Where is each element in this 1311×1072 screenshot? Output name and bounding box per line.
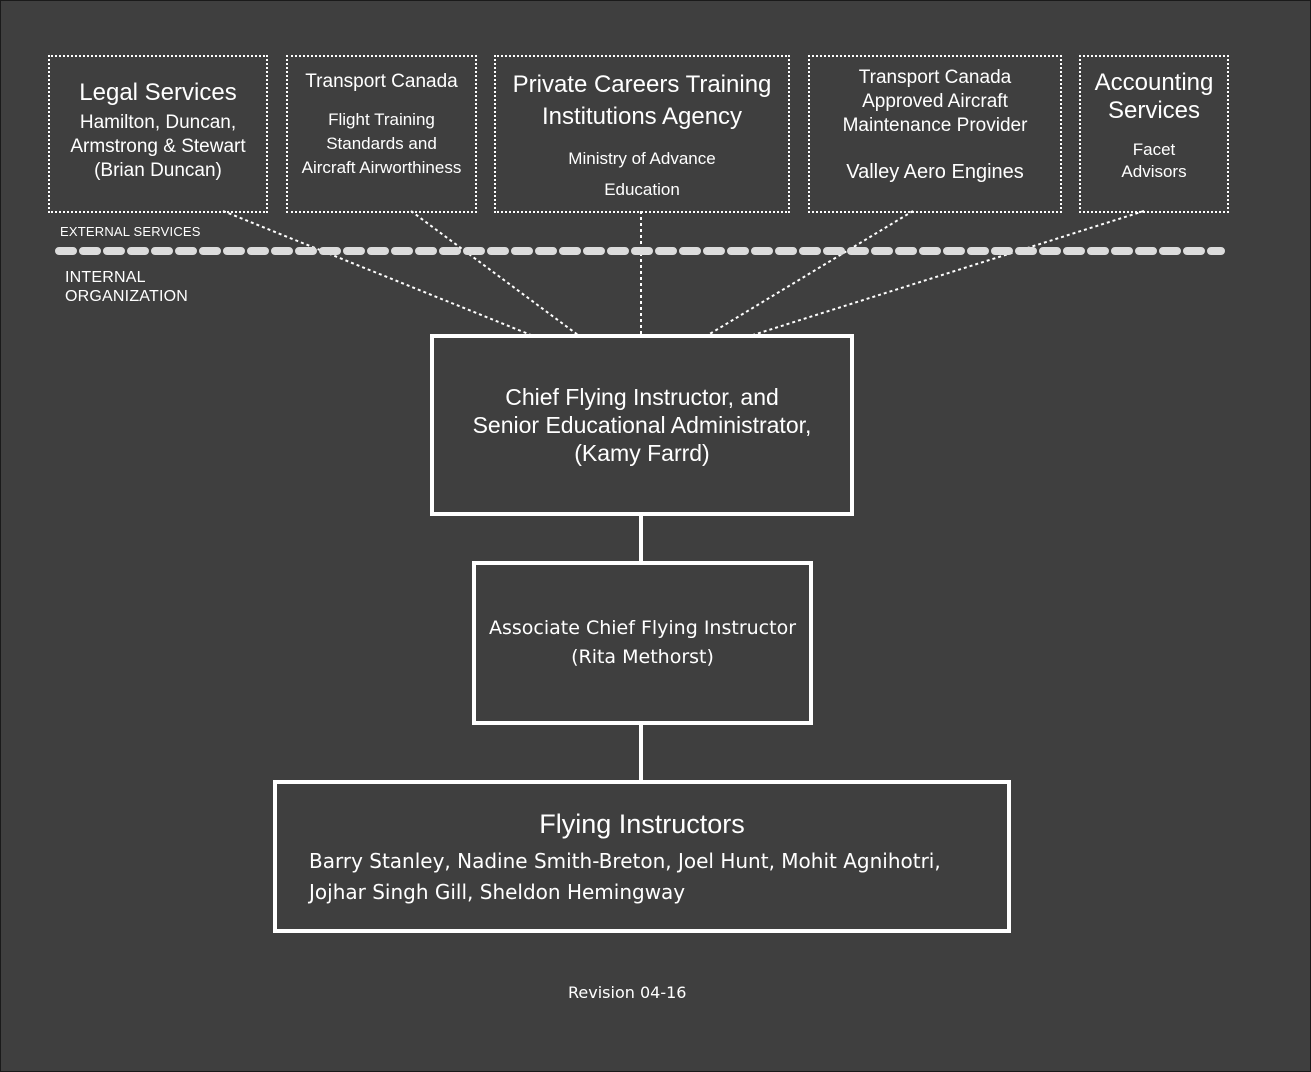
pctia-box: Private Careers Training Institutions Ag…: [494, 55, 790, 213]
accounting-services-box: Accounting Services Facet Advisors: [1079, 55, 1229, 213]
internal-organization-label: INTERNAL ORGANIZATION: [65, 269, 188, 305]
transport-canada-detail: Flight Training Standards and Aircraft A…: [301, 110, 462, 177]
maintenance-provider-detail: Valley Aero Engines: [846, 161, 1024, 183]
legal-services-box: Legal Services Hamilton, Duncan, Armstro…: [48, 55, 268, 213]
pctia-detail: Ministry of Advance Education: [568, 149, 716, 199]
link-accounting: [752, 210, 1145, 336]
maintenance-provider-title: Transport Canada Approved Aircraft Maint…: [842, 67, 1028, 136]
transport-canada-title: Transport Canada: [305, 71, 458, 92]
link-transport: [410, 210, 579, 336]
flying-instructors-box: Flying Instructors Barry Stanley, Nadine…: [273, 780, 1011, 933]
link-maintenance: [707, 210, 914, 336]
flying-instructors-names: Barry Stanley, Nadine Smith-Breton, Joel…: [309, 849, 941, 904]
external-services-label: EXTERNAL SERVICES: [60, 224, 201, 239]
maintenance-provider-box: Transport Canada Approved Aircraft Maint…: [808, 55, 1062, 213]
pctia-title: Private Careers Training Institutions Ag…: [512, 71, 772, 130]
revision-label: Revision 04-16: [568, 983, 687, 1002]
chief-flying-instructor-box: Chief Flying Instructor, and Senior Educ…: [430, 334, 854, 516]
chief-flying-instructor-label: Chief Flying Instructor, and Senior Educ…: [472, 384, 812, 466]
accounting-services-detail: Facet Advisors: [1121, 140, 1187, 181]
flying-instructors-title: Flying Instructors: [539, 809, 745, 839]
accounting-services-title: Accounting Services: [1094, 69, 1214, 124]
legal-services-title: Legal Services: [79, 79, 237, 106]
legal-services-detail: Hamilton, Duncan, Armstrong & Stewart (B…: [70, 112, 246, 181]
associate-chief-box: Associate Chief Flying Instructor (Rita …: [472, 561, 813, 725]
associate-chief-label: Associate Chief Flying Instructor (Rita …: [488, 617, 797, 668]
link-legal: [222, 210, 532, 336]
transport-canada-box: Transport Canada Flight Training Standar…: [286, 55, 477, 213]
